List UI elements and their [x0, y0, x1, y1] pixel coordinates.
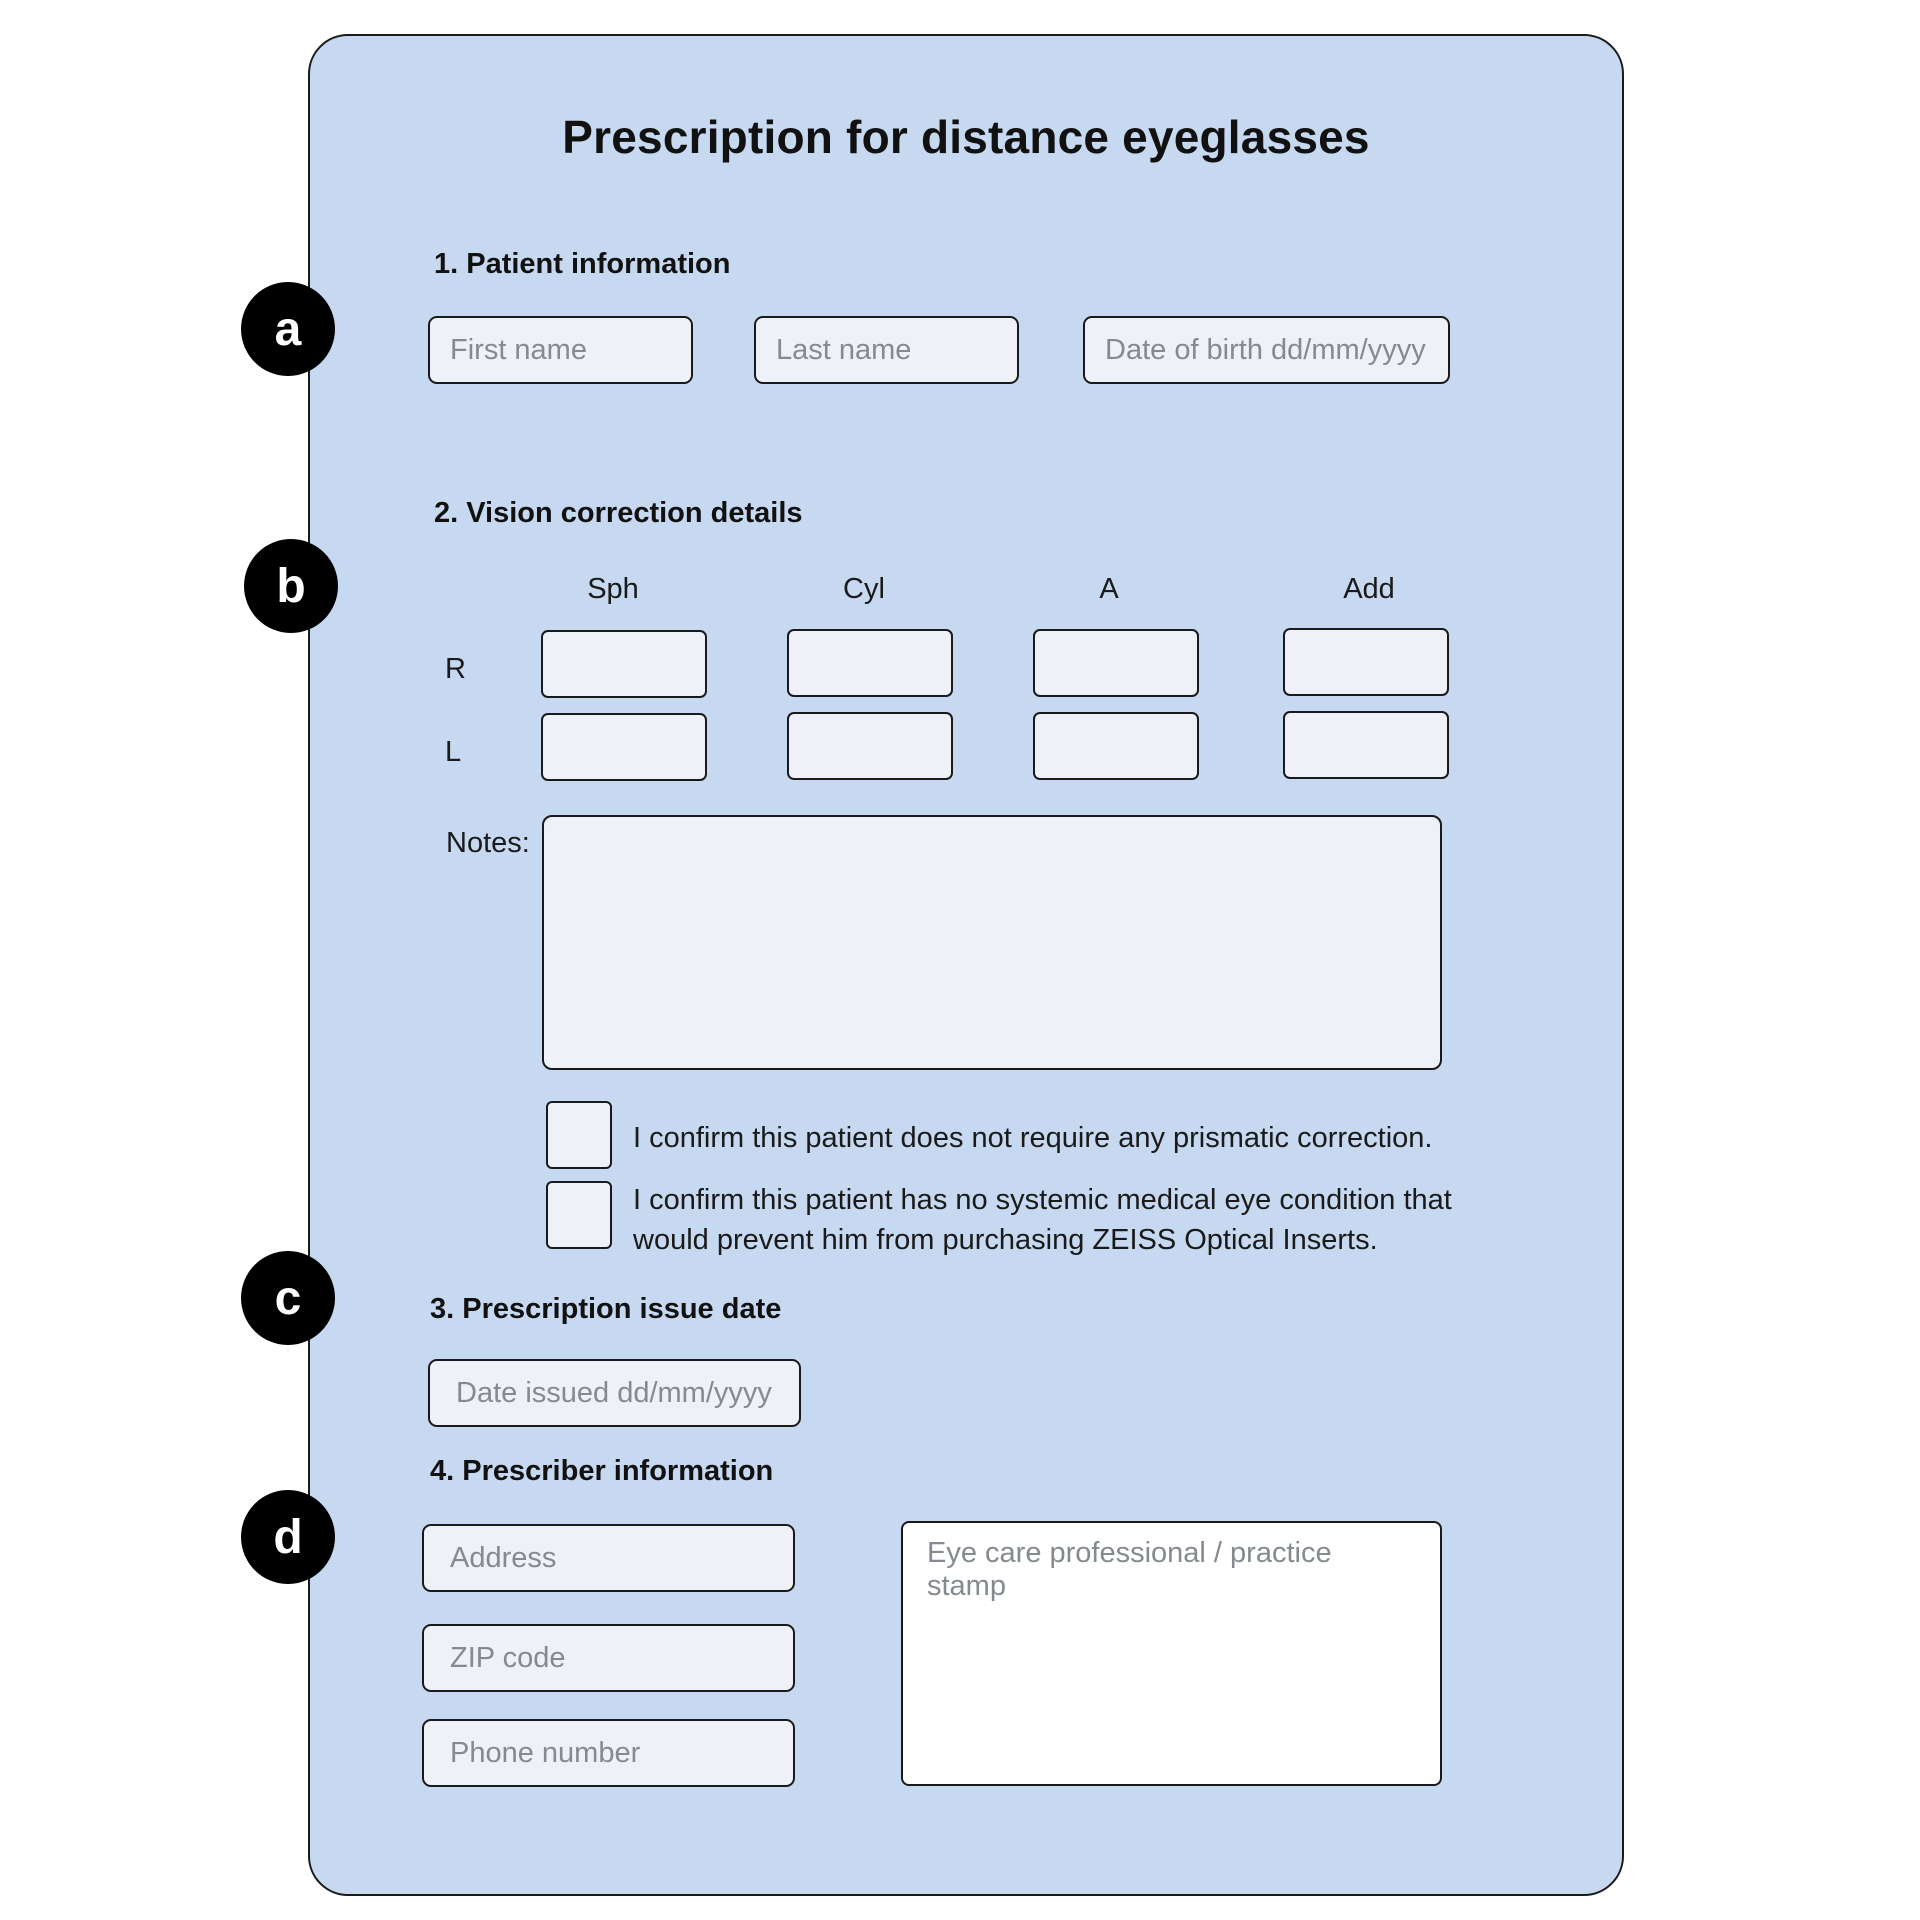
zip-code-field[interactable]: [422, 1624, 795, 1692]
column-header-add: Add: [1343, 573, 1395, 605]
no-condition-label-line-2: would prevent him from purchasing ZEISS …: [633, 1224, 1378, 1256]
section-heading-issue-date: 3. Prescription issue date: [430, 1293, 782, 1325]
no-prism-label-line: I confirm this patient does not require …: [633, 1122, 1433, 1154]
left-cyl-input[interactable]: [787, 712, 953, 780]
no-condition-label-line-1: I confirm this patient has no systemic m…: [633, 1184, 1452, 1216]
no-prism-label: I confirm this patient does not require …: [633, 1118, 1432, 1158]
row-header-left: L: [445, 736, 462, 768]
phone-number-field[interactable]: [422, 1719, 795, 1787]
no-condition-label: I confirm this patient has no systemic m…: [633, 1180, 1452, 1260]
right-add-input[interactable]: [1283, 628, 1449, 696]
right-cyl-input[interactable]: [787, 629, 953, 697]
first-name-field[interactable]: [428, 316, 693, 384]
date-issued-field[interactable]: [428, 1359, 801, 1427]
column-header-cyl: Cyl: [843, 573, 885, 605]
marker-a: a: [241, 282, 335, 376]
no-prism-checkbox[interactable]: [546, 1101, 612, 1169]
marker-c: c: [241, 1251, 335, 1345]
left-axis-input[interactable]: [1033, 712, 1199, 780]
form-title: Prescription for distance eyeglasses: [562, 111, 1370, 163]
right-sph-input[interactable]: [541, 630, 707, 698]
marker-d: d: [241, 1490, 335, 1584]
date-of-birth-field[interactable]: [1083, 316, 1450, 384]
no-condition-checkbox[interactable]: [546, 1181, 612, 1249]
section-heading-prescriber: 4. Prescriber information: [430, 1455, 774, 1487]
notes-textarea[interactable]: [542, 815, 1442, 1070]
section-heading-vision: 2. Vision correction details: [434, 497, 803, 529]
section-heading-patient: 1. Patient information: [434, 248, 731, 280]
address-field[interactable]: [422, 1524, 795, 1592]
marker-b: b: [244, 539, 338, 633]
right-axis-input[interactable]: [1033, 629, 1199, 697]
notes-label: Notes:: [446, 827, 530, 859]
left-sph-input[interactable]: [541, 713, 707, 781]
practice-stamp-area[interactable]: Eye care professional / practice stamp: [901, 1521, 1442, 1786]
column-header-axis: A: [1099, 573, 1119, 605]
left-add-input[interactable]: [1283, 711, 1449, 779]
last-name-field[interactable]: [754, 316, 1019, 384]
practice-stamp-label: Eye care professional / practice stamp: [927, 1537, 1332, 1602]
column-header-sph: Sph: [587, 573, 639, 605]
row-header-right: R: [445, 653, 466, 685]
